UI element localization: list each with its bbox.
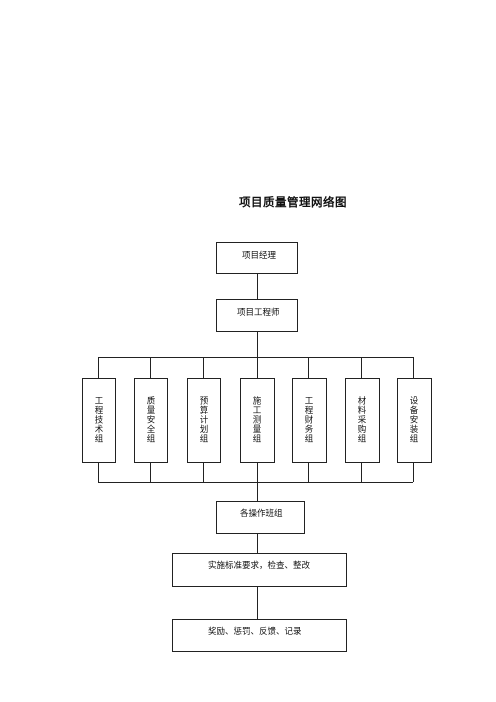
group-box: 预算计划组 bbox=[187, 378, 221, 463]
node-operation-teams: 各操作班组 bbox=[216, 501, 305, 534]
group-label: 施工测量组 bbox=[251, 396, 261, 444]
node-label: 奖励、惩罚、反馈、记录 bbox=[208, 627, 302, 637]
rise-line bbox=[413, 463, 414, 482]
group-box: 施工测量组 bbox=[240, 378, 275, 463]
group-box: 设备安装组 bbox=[397, 378, 432, 463]
rise-line bbox=[308, 463, 309, 482]
node-label: 项目工程师 bbox=[237, 308, 280, 318]
connector-bus-teams bbox=[257, 482, 258, 501]
group-box: 材料采购组 bbox=[345, 378, 380, 463]
group-label: 设备安装组 bbox=[408, 396, 418, 444]
node-label: 项目经理 bbox=[242, 251, 277, 261]
drop-line bbox=[150, 357, 151, 378]
rise-line bbox=[203, 463, 204, 482]
bottom-bus-line bbox=[98, 482, 413, 483]
drop-line bbox=[98, 357, 99, 378]
drop-line bbox=[413, 357, 414, 378]
group-box: 质量安全组 bbox=[134, 378, 168, 463]
drop-line bbox=[203, 357, 204, 378]
top-bus-line bbox=[98, 357, 413, 358]
node-project-manager: 项目经理 bbox=[216, 242, 298, 274]
drop-line bbox=[308, 357, 309, 378]
node-project-engineer: 项目工程师 bbox=[216, 299, 298, 332]
page-title: 项目质量管理网络图 bbox=[239, 195, 347, 209]
group-label: 质量安全组 bbox=[145, 396, 155, 444]
drop-line bbox=[257, 357, 258, 378]
group-box: 工程技术组 bbox=[82, 378, 116, 463]
rise-line bbox=[361, 463, 362, 482]
group-label: 材料采购组 bbox=[356, 396, 366, 444]
group-label: 工程技术组 bbox=[93, 396, 103, 444]
group-label: 工程财务组 bbox=[303, 396, 313, 444]
node-label: 实施标准要求，检查、整改 bbox=[208, 561, 311, 571]
connector-teams-step1 bbox=[257, 534, 258, 553]
rise-line bbox=[150, 463, 151, 482]
node-label: 各操作班组 bbox=[240, 509, 283, 519]
drop-line bbox=[361, 357, 362, 378]
rise-line bbox=[98, 463, 99, 482]
node-implement-standards: 实施标准要求，检查、整改 bbox=[172, 553, 347, 587]
connector-engineer-bus bbox=[257, 332, 258, 357]
rise-line bbox=[257, 463, 258, 482]
group-box: 工程财务组 bbox=[292, 378, 327, 463]
group-label: 预算计划组 bbox=[198, 396, 208, 444]
connector-step1-step2 bbox=[257, 587, 258, 619]
connector-manager-engineer bbox=[257, 274, 258, 299]
node-reward-feedback: 奖励、惩罚、反馈、记录 bbox=[172, 619, 347, 652]
